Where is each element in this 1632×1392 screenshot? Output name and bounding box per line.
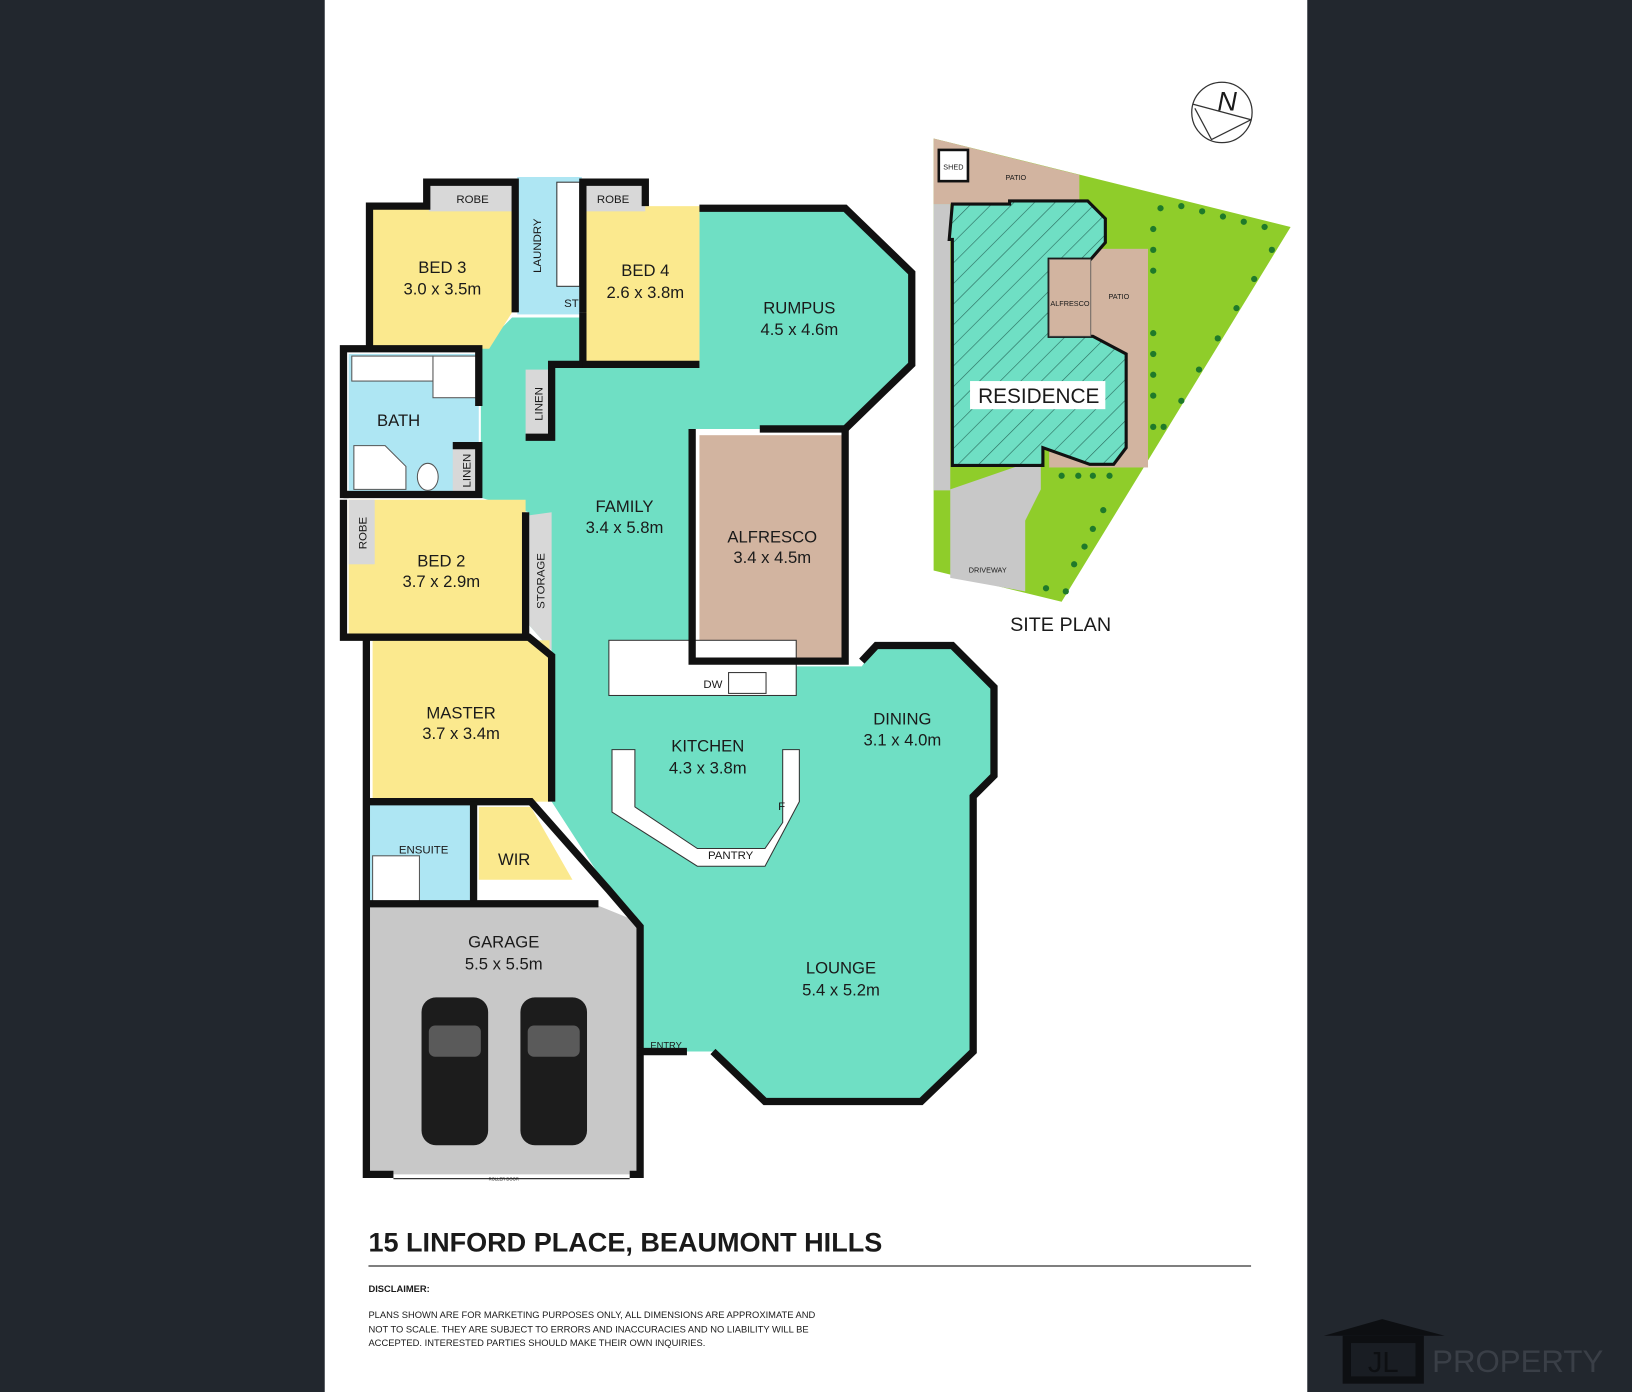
- site-alfresco: [1048, 258, 1092, 337]
- ensuite-label: ENSUITE: [399, 845, 449, 857]
- property-address-title: 15 LINFORD PLACE, BEAUMONT HILLS: [368, 1227, 882, 1257]
- laundry-bench: [556, 181, 581, 287]
- room-dims: 2.6 x 3.8m: [606, 283, 684, 302]
- room-name: DINING: [873, 710, 931, 729]
- room-dims: 4.5 x 4.6m: [761, 320, 839, 339]
- jl-property-logo: JL PROPERTY: [1323, 1319, 1603, 1384]
- room-name: BED 4: [621, 261, 669, 280]
- car-icon: [520, 997, 588, 1146]
- room-wir: [478, 806, 573, 880]
- dw-label: DW: [703, 679, 722, 691]
- disclaimer-heading: DISCLAIMER:: [368, 1284, 429, 1294]
- site-shed: [937, 148, 970, 183]
- site-plan: RESIDENCE SHED PATIO ALFRESCO PATIO DRIV…: [933, 81, 1291, 636]
- roller-door-label: ROLLER DOOR: [489, 1177, 519, 1182]
- site-plan-title: SITE PLAN: [1010, 614, 1111, 636]
- room-dims: 3.1 x 4.0m: [864, 730, 942, 749]
- room-name: BED 3: [418, 258, 466, 277]
- room-bed2: [348, 499, 526, 636]
- room-dims: 3.0 x 3.5m: [404, 280, 482, 299]
- north-compass-icon: N: [1191, 81, 1253, 144]
- linen-cupboard-hall: [525, 369, 552, 438]
- bath-shower: [432, 355, 478, 399]
- shed-label: SHED: [943, 163, 963, 172]
- laundry-label: LAUNDRY: [532, 218, 544, 273]
- logo-wordmark: PROPERTY: [1432, 1344, 1603, 1379]
- car-icon: [421, 997, 489, 1146]
- storage-label: STORAGE: [535, 553, 547, 609]
- room-dims: 3.4 x 5.8m: [586, 518, 664, 537]
- patio-label: PATIO: [1005, 173, 1026, 182]
- disclaimer-line: ACCEPTED. INTERESTED PARTIES SHOULD MAKE…: [368, 1338, 705, 1348]
- bath-tub: [353, 445, 407, 490]
- site-residence-label-box: [970, 381, 1106, 410]
- room-dims: 5.5 x 5.5m: [465, 954, 543, 973]
- disclaimer-line: PLANS SHOWN ARE FOR MARKETING PURPOSES O…: [368, 1310, 815, 1320]
- disclaimer-line: NOT TO SCALE. THEY ARE SUBJECT TO ERRORS…: [368, 1325, 808, 1335]
- room-name: RUMPUS: [763, 298, 835, 317]
- robe-label: ROBE: [456, 194, 489, 206]
- patio-label: PATIO: [1109, 292, 1130, 301]
- room-name: LOUNGE: [806, 958, 876, 977]
- room-dims: 3.7 x 2.9m: [402, 572, 480, 591]
- room-alfresco: [699, 435, 846, 658]
- ensuite-shower: [372, 855, 420, 903]
- room-name: ALFRESCO: [727, 527, 817, 546]
- st-label: ST: [564, 298, 579, 310]
- room-name: KITCHEN: [671, 737, 744, 756]
- living-area: [480, 206, 994, 1102]
- floor-plan: [339, 176, 998, 1180]
- room-name: FAMILY: [596, 497, 654, 516]
- driveway-label: DRIVEWAY: [969, 566, 1007, 575]
- kitchen-island: [611, 749, 800, 867]
- robe-label: ROBE: [597, 194, 630, 206]
- linen-label: LINEN: [461, 454, 473, 488]
- linen-cupboard: [452, 445, 479, 495]
- room-bed3: [369, 206, 513, 349]
- robe-bed3: [428, 185, 513, 212]
- residence-label: RESIDENCE: [978, 385, 1099, 408]
- logo-initials: JL: [1368, 1347, 1399, 1379]
- room-master: [372, 640, 550, 802]
- car-windshield: [428, 1025, 481, 1057]
- site-patio-top: [933, 138, 1080, 205]
- linen-label: LINEN: [533, 387, 545, 421]
- robe-label: ROBE: [357, 516, 369, 549]
- room-name: GARAGE: [468, 932, 539, 951]
- room-dims: 3.4 x 4.5m: [733, 548, 811, 567]
- room-labels: BED 3 3.0 x 3.5m BED 4 2.6 x 3.8m RUMPUS…: [357, 194, 941, 1182]
- room-name: BATH: [377, 411, 420, 430]
- pantry-label: PANTRY: [708, 850, 754, 862]
- site-alfresco-label: ALFRESCO: [1050, 299, 1090, 308]
- site-driveway: [950, 458, 1041, 592]
- robe-bed4: [584, 185, 646, 212]
- room-dims: 4.3 x 3.8m: [669, 759, 747, 778]
- robe-bed2: [348, 499, 375, 565]
- bath-vanity: [351, 355, 434, 382]
- room-name: MASTER: [426, 703, 495, 722]
- car-windshield: [527, 1025, 580, 1057]
- room-name: BED 2: [417, 551, 465, 570]
- fridge-label: F: [778, 801, 785, 813]
- site-side-path: [933, 204, 951, 491]
- storage-cupboard: [528, 512, 552, 651]
- entry-label: ENTRY: [650, 1040, 682, 1050]
- wir-label: WIR: [498, 850, 530, 869]
- north-label: N: [1217, 86, 1237, 116]
- toilet-icon: [416, 462, 439, 491]
- room-bed4: [582, 206, 700, 363]
- sink-icon: [728, 672, 767, 694]
- room-dims: 5.4 x 5.2m: [802, 980, 880, 999]
- room-dims: 3.7 x 3.4m: [422, 724, 500, 743]
- shrubs: [1042, 203, 1275, 595]
